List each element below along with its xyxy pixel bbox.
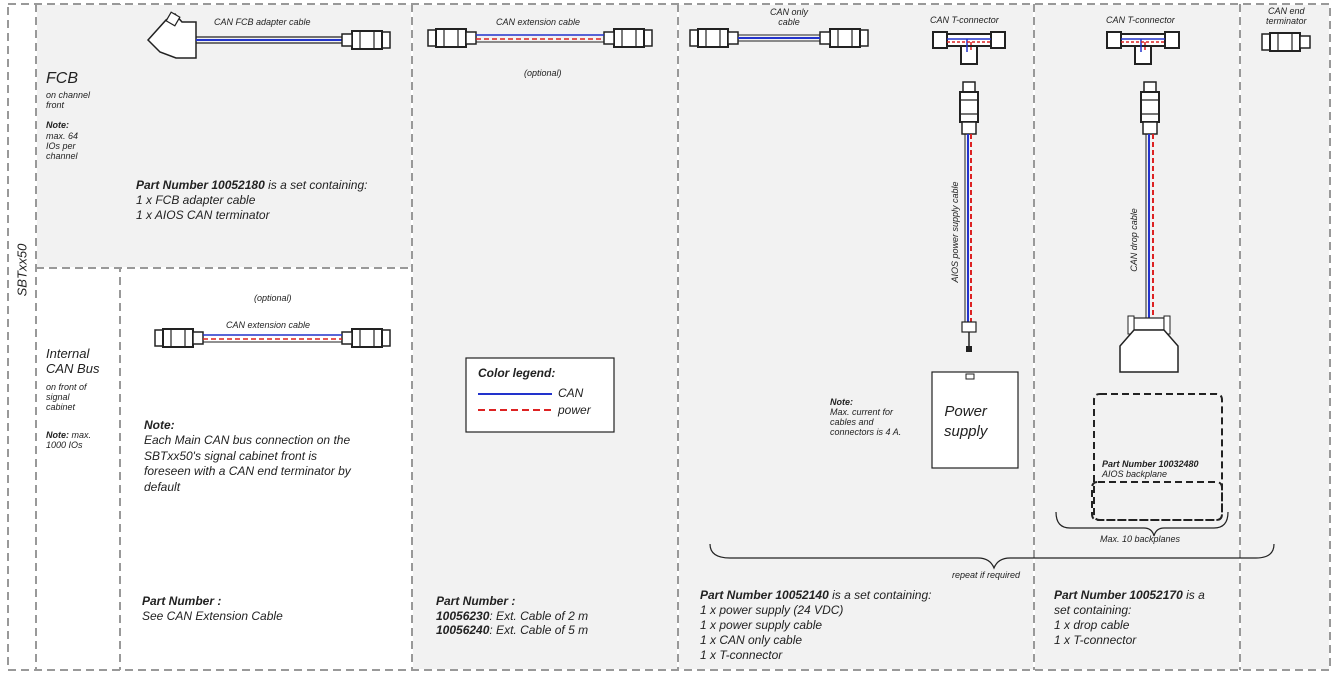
internal-optional: (optional) [254,293,292,303]
power-note-heading: Note: [830,397,853,407]
backplane-name: AIOS backplane [1102,469,1168,479]
drop-t-connector-label: CAN T-connector [1106,15,1175,25]
frame [7,3,1331,671]
extension-part-number: 10056230 [436,609,490,623]
can-only-cable [689,28,869,48]
fcb-adapter-cable [146,11,391,59]
fcb-note-text: max. 64 IOs per channel [46,131,79,161]
fcb-cable-label: CAN FCB adapter cable [214,17,311,27]
fcb-panel-bg [37,5,411,267]
fcb-part: Part Number 10052180 is a set containing… [136,178,367,193]
extension-part-number: 10056240 [436,623,490,637]
can-only-label: CAN only cable [770,7,809,27]
power-part-suffix: is a set containing: [828,588,932,602]
drop-part-number: Part Number 10052170 [1054,588,1183,602]
fcb-part-number: Part Number 10052180 [136,178,265,192]
backplane-part-number: Part Number 10032480 [1102,459,1199,469]
extension-part-desc: : Ext. Cable of 5 m [489,623,589,637]
internal-note-heading: Note: [144,418,175,432]
internal-part-heading: Part Number : [142,594,222,608]
backplanes [1091,393,1223,521]
extension-part-line: 10056240: Ext. Cable of 5 m [436,623,588,638]
color-legend [465,357,615,433]
extension-part-heading: Part Number : [436,594,516,608]
extension-panel-bg [413,5,677,669]
side-label: SBTxx50 [14,243,30,297]
fcb-title: FCB [46,70,78,87]
fcb-subtitle: on channel front [46,90,91,110]
legend-power-label: power [558,403,591,417]
power-supply-box [931,371,1019,469]
power-item: 1 x power supply cable [700,618,823,632]
power-item: 1 x power supply (24 VDC) [700,603,844,617]
terminator-label: CAN end terminator [1266,6,1307,26]
extension-cable-label: CAN extension cable [496,17,581,27]
fcb-item: 1 x FCB adapter cable [136,193,256,207]
fcb-item: 1 x AIOS CAN terminator [136,208,270,222]
terminator-panel-bg [1241,5,1329,669]
max-backplanes-label: Max. 10 backplanes [1100,534,1181,544]
end-terminator [1261,32,1311,52]
power-item: 1 x T-connector [700,648,783,662]
power-part-number: Part Number 10052140 [700,588,829,602]
internal-cable-label: CAN extension cable [226,320,311,330]
fcb-part-suffix: is a set containing: [264,178,368,192]
drop-item: 1 x drop cable [1054,618,1130,632]
power-t-connector-label: CAN T-connector [930,15,999,25]
legend-can-label: CAN [558,386,584,400]
repeat-label: repeat if required [952,570,1021,580]
power-supply-label: Power supply [944,403,988,440]
max-backplanes-brace [1055,511,1229,537]
drop-part-suffix: is a set containing: [1054,588,1205,617]
internal-part-body: See CAN Extension Cable [142,609,283,623]
power-part: Part Number 10052140 is a set containing… [700,588,931,603]
power-item: 1 x CAN only cable [700,633,803,647]
internal-note-text: max. 1000 IOs [46,430,92,450]
internal-note: Note: max. 1000 IOs [46,430,91,450]
fcb-note-label: Note: [46,120,69,130]
drop-cable-assembly [1106,31,1180,373]
supply-cable-label: AIOS power supply cable [950,181,960,283]
internal-note-label: Note: [46,430,69,440]
extension-cable [427,28,653,48]
extension-part-line: 10056230: Ext. Cable of 2 m [436,609,588,624]
extension-optional: (optional) [524,68,562,78]
drop-part: Part Number 10052170 is a set containing… [1054,588,1205,618]
extension-part-desc: : Ext. Cable of 2 m [489,609,589,623]
power-note-body: Max. current for cables and connectors i… [830,407,902,437]
internal-title: Internal CAN Bus [46,346,100,376]
drop-cable-label: CAN drop cable [1129,208,1139,272]
repeat-brace [709,543,1275,570]
internal-extension-cable [154,328,391,348]
legend-title: Color legend: [478,366,556,380]
internal-note-body: Each Main CAN bus connection on the SBTx… [144,433,351,494]
internal-subtitle: on front of signal cabinet [46,382,87,412]
power-t-connector-assembly [932,31,1006,352]
drop-item: 1 x T-connector [1054,633,1137,647]
